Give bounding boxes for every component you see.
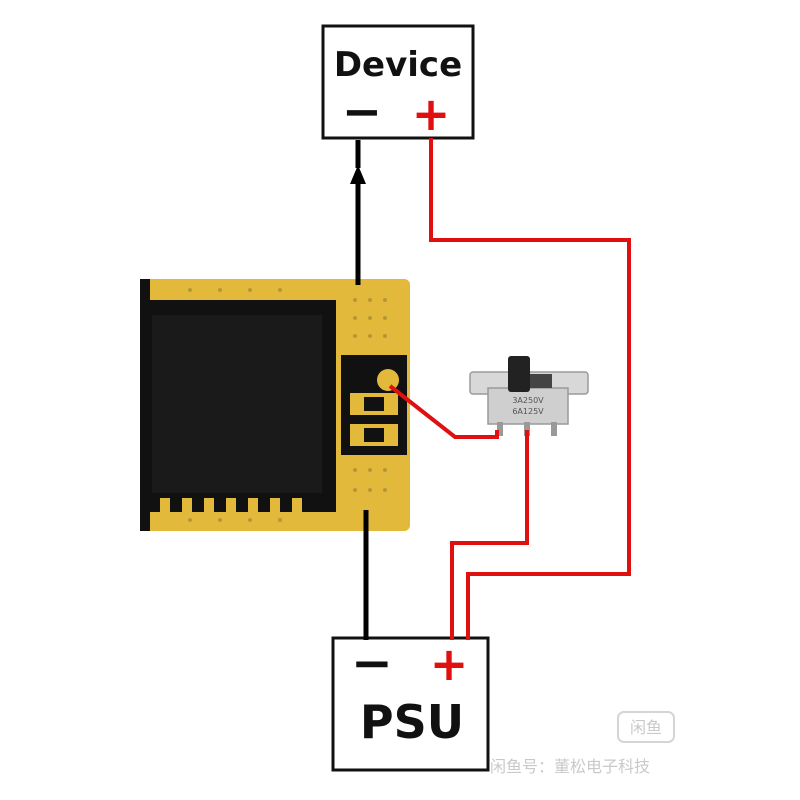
positive-wire-pcb-to-switch	[388, 384, 499, 439]
psu-box: − + PSU	[331, 634, 490, 772]
watermark-badge: 闲鱼	[630, 718, 662, 737]
negative-wire-to-device	[350, 140, 366, 285]
watermark-text: 闲鱼号：董松电子科技	[490, 757, 650, 776]
pcb-module	[140, 279, 410, 531]
device-label: Device	[334, 45, 462, 85]
switch-rating-1: 3A250V	[512, 396, 544, 405]
positive-wire-device-to-psu	[429, 138, 631, 640]
psu-plus-terminal: +	[430, 637, 469, 691]
watermark: 闲鱼 闲鱼号：董松电子科技	[490, 711, 675, 776]
device-minus-terminal: −	[342, 84, 382, 140]
device-box: Device − +	[321, 24, 475, 141]
slide-switch: 3A250V 6A125V	[469, 356, 589, 436]
psu-minus-terminal: −	[351, 634, 393, 692]
positive-wire-switch-to-psu	[450, 430, 529, 640]
device-plus-terminal: +	[412, 87, 451, 141]
psu-label: PSU	[360, 695, 464, 749]
switch-rating-2: 6A125V	[512, 407, 544, 416]
